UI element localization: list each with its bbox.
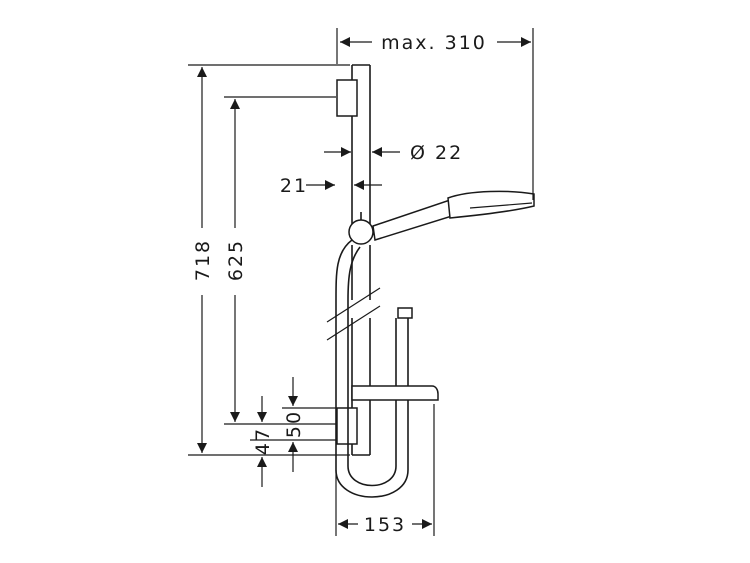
rail-width-label: 21 (280, 175, 308, 197)
dim-bottom-offset-a: 47 (250, 396, 336, 487)
fixing-distance-label: 625 (225, 239, 247, 281)
dim-max-reach: max. 310 (336, 28, 534, 200)
dim-rail-width: 21 (280, 175, 382, 197)
bottom-offset-b-label: 50 (283, 410, 305, 438)
dim-bottom-offset-b: 50 (282, 377, 336, 472)
dim-fixing-distance: 625 (224, 96, 336, 425)
diameter-label: Ø 22 (410, 142, 463, 164)
dim-shelf-width: 153 (335, 404, 435, 536)
shower-hose (335, 239, 413, 498)
dim-total-height: 718 (188, 64, 350, 456)
top-wall-bracket (336, 79, 358, 117)
total-height-label: 718 (192, 239, 214, 281)
soap-shelf (351, 385, 439, 401)
shelf-width-label: 153 (364, 514, 406, 536)
bottom-offset-a-label: 47 (252, 427, 274, 455)
hand-shower (348, 190, 535, 245)
max-reach-label: max. 310 (381, 32, 487, 54)
dim-diameter: Ø 22 (324, 142, 463, 164)
bottom-wall-bracket (336, 407, 358, 445)
break-symbol (326, 287, 381, 341)
